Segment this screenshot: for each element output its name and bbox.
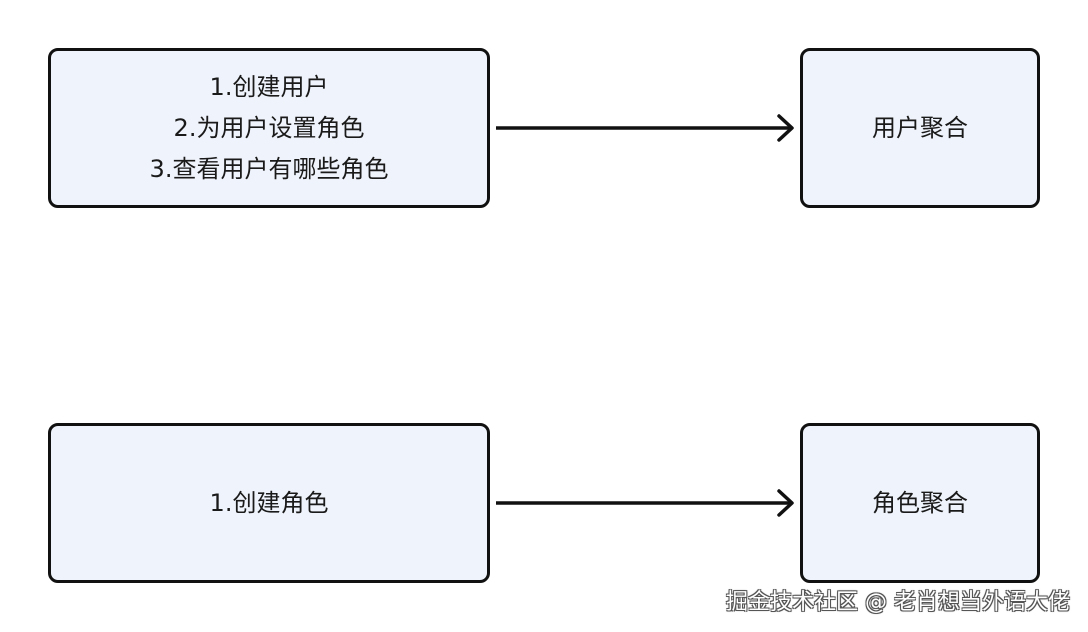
aggregate-label: 用户聚合 bbox=[872, 113, 968, 142]
use-case-line: 1.创建角色 bbox=[209, 488, 329, 517]
use-case-line: 1.创建用户 bbox=[209, 72, 329, 101]
user-use-cases-box: 1.创建用户 2.为用户设置角色 3.查看用户有哪些角色 bbox=[48, 48, 490, 208]
aggregate-label: 角色聚合 bbox=[872, 488, 968, 517]
arrow-user bbox=[496, 114, 794, 142]
user-aggregate-box: 用户聚合 bbox=[800, 48, 1040, 208]
use-case-line: 3.查看用户有哪些角色 bbox=[149, 154, 389, 183]
role-aggregate-box: 角色聚合 bbox=[800, 423, 1040, 583]
arrow-role bbox=[496, 489, 794, 517]
arrow-head bbox=[777, 489, 794, 517]
arrow-head bbox=[777, 114, 794, 142]
use-case-line: 2.为用户设置角色 bbox=[173, 113, 365, 142]
role-use-cases-box: 1.创建角色 bbox=[48, 423, 490, 583]
watermark: 掘金技术社区 @ 老肖想当外语大佬 bbox=[726, 590, 1070, 615]
